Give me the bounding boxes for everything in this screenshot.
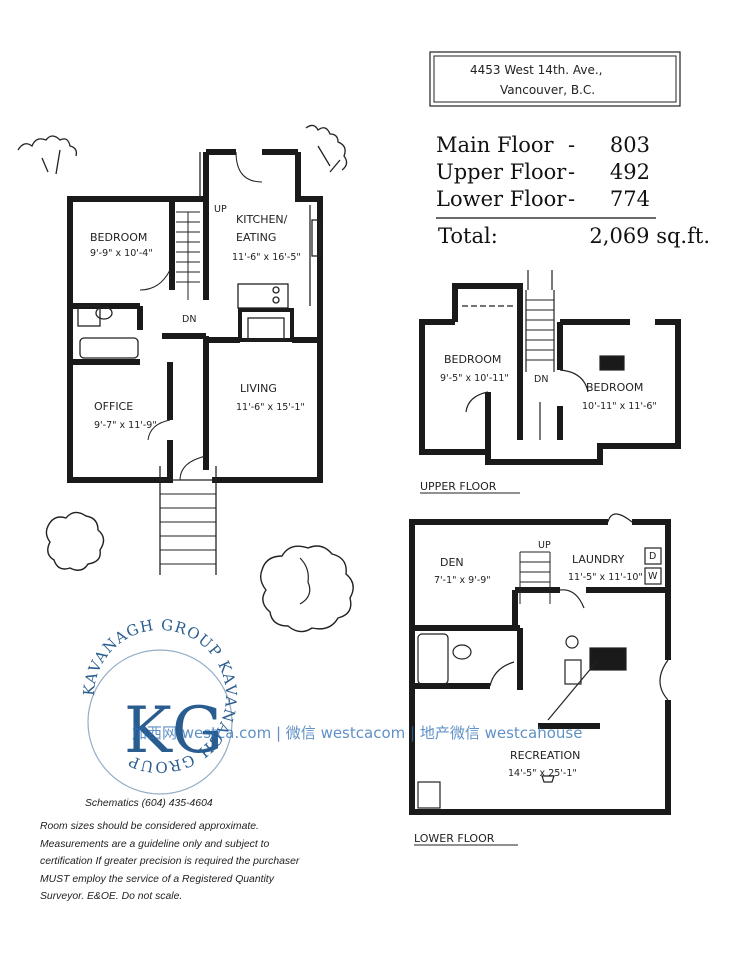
lower-floor-label: Lower Floor — [436, 187, 567, 211]
office-name: OFFICE — [94, 400, 133, 413]
upper-floor-value: 492 — [610, 160, 650, 184]
lower-floor-dash: - — [568, 187, 575, 211]
laundry-size: 11'-5" x 11'-10" — [568, 572, 643, 583]
lower-stair-up: UP — [538, 540, 551, 551]
main-floor-label: Main Floor — [436, 133, 555, 157]
shrub-icon — [45, 511, 105, 571]
square-footage-table: Main Floor - 803 Upper Floor - 492 Lower… — [436, 133, 710, 248]
main-stair-down: DN — [182, 314, 196, 325]
lower-floor-value: 774 — [610, 187, 650, 211]
total-value: 2,069 sq.ft. — [589, 224, 710, 248]
upper-bedroom1-size: 9'-5" x 10'-11" — [440, 373, 509, 384]
dryer-label: D — [649, 551, 656, 562]
main-floor-dash: - — [568, 133, 575, 157]
entry-steps — [160, 493, 216, 565]
recreation-name: RECREATION — [510, 749, 580, 762]
main-stairs — [176, 211, 200, 300]
upper-stair-down: DN — [534, 374, 548, 385]
main-stair-up: UP — [214, 204, 227, 215]
watermark-text: 加西网 westca.com | 微信 westcacom | 地产微信 wes… — [132, 724, 582, 742]
schematics-credit: Schematics (604) 435-4604 — [85, 798, 213, 809]
upper-bedroom2-name: BEDROOM — [586, 381, 643, 394]
living-name: LIVING — [240, 382, 277, 395]
upper-bedroom2-size: 10'-11" x 11'-6" — [582, 401, 657, 412]
living-size: 11'-6" x 15'-1" — [236, 402, 305, 413]
laundry-name: LAUNDRY — [572, 553, 625, 566]
kitchen-name2: EATING — [236, 231, 276, 244]
shrub-icon — [259, 545, 354, 633]
address-line1: 4453 West 14th. Ave., — [470, 63, 603, 77]
upper-bedroom1-name: BEDROOM — [444, 353, 501, 366]
main-bedroom-name: BEDROOM — [90, 231, 147, 244]
kitchen-name: KITCHEN/ — [236, 213, 288, 226]
upper-floor-title: UPPER FLOOR — [420, 480, 497, 493]
kitchen-size: 11'-6" x 16'-5" — [232, 252, 301, 263]
total-label: Total: — [438, 224, 498, 248]
office-size: 9'-7" x 11'-9" — [94, 420, 157, 431]
address-line2: Vancouver, B.C. — [500, 83, 595, 97]
upper-floor-plan: BEDROOM 9'-5" x 10'-11" BEDROOM 10'-11" … — [419, 270, 681, 494]
tree-icon — [305, 124, 348, 171]
main-floor-value: 803 — [610, 133, 650, 157]
recreation-size: 14'-5" x 25'-1" — [508, 768, 577, 779]
upper-floor-label: Upper Floor — [436, 160, 567, 184]
lower-floor-title: LOWER FLOOR — [414, 832, 495, 845]
lower-floor-plan: DEN 7'-1" x 9'-9" LAUNDRY 11'-5" x 11'-1… — [409, 513, 671, 846]
disclaimer-text: Room sizes should be considered approxim… — [40, 821, 300, 902]
logo-monogram: KG — [124, 694, 223, 768]
den-size: 7'-1" x 9'-9" — [434, 575, 491, 586]
kavanagh-group-logo: KAVANAGH GROUP KAVANAGH GROUP KG — [80, 616, 239, 795]
address-box: 4453 West 14th. Ave., Vancouver, B.C. — [429, 51, 681, 107]
lower-stairs — [519, 551, 551, 604]
tree-icon — [17, 135, 78, 157]
main-floor-plan: BEDROOM 9'-9" x 10'-4" KITCHEN/ EATING 1… — [17, 124, 354, 633]
washer-label: W — [648, 571, 658, 582]
main-bedroom-size: 9'-9" x 10'-4" — [90, 248, 153, 259]
upper-floor-dash: - — [568, 160, 575, 184]
den-name: DEN — [440, 556, 464, 569]
